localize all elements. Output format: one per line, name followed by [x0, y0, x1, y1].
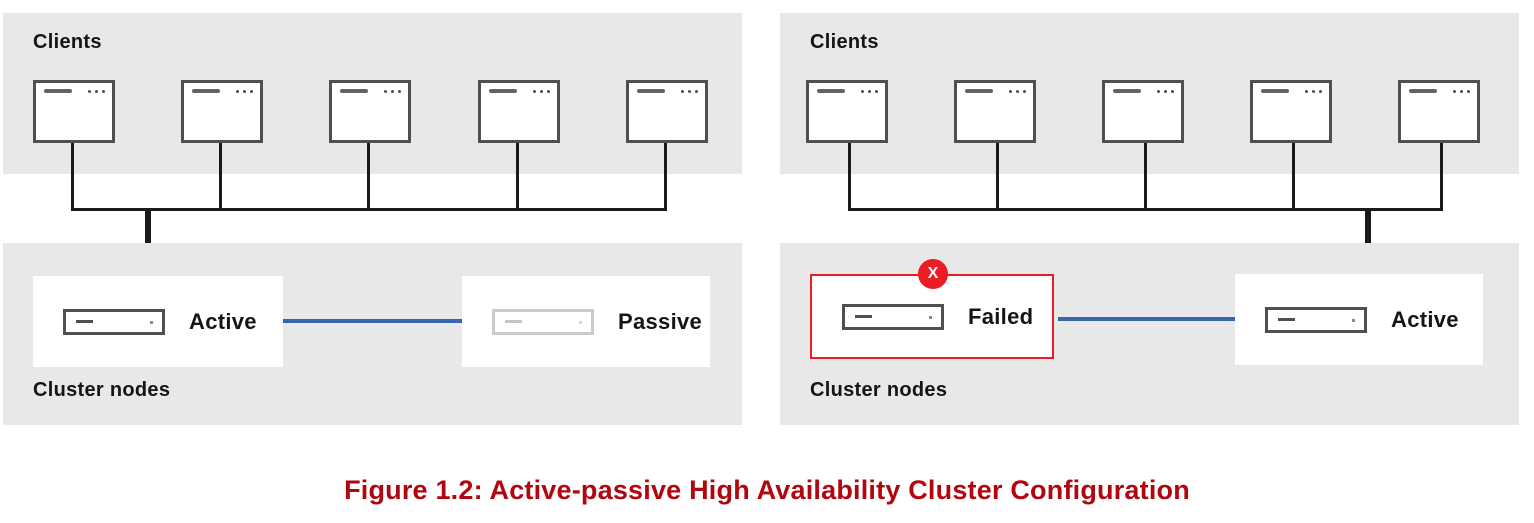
window-dots-icon [1453, 90, 1470, 93]
node-label: Failed [968, 303, 1034, 329]
window-dots-icon [1009, 90, 1026, 93]
clients-panel-left: Clients [3, 13, 742, 174]
client-icon [626, 80, 708, 143]
window-titlebar [817, 89, 845, 93]
client-drop-line [1144, 143, 1147, 209]
node-label: Passive [618, 308, 703, 334]
window-titlebar [489, 89, 517, 93]
network-bus-line [71, 208, 667, 211]
window-titlebar [340, 89, 368, 93]
node-active: Active [1235, 274, 1483, 365]
client-icon [1398, 80, 1480, 143]
client-drop-line [1292, 143, 1295, 209]
arrow-stem [145, 208, 151, 259]
node-active: Active [33, 276, 283, 367]
window-dots-icon [384, 90, 401, 93]
window-titlebar [44, 89, 72, 93]
client-icon [954, 80, 1036, 143]
server-icon [63, 308, 165, 335]
client-icon [478, 80, 560, 143]
client-icon [806, 80, 888, 143]
client-icon [33, 80, 115, 143]
window-dots-icon [1305, 90, 1322, 93]
server-icon [1265, 306, 1367, 333]
window-titlebar [1113, 89, 1141, 93]
cluster-panel-left: Active Passive Cluster nodes [3, 243, 742, 425]
client-drop-line [219, 143, 222, 209]
node-failed: X Failed [810, 259, 1054, 359]
cluster-nodes-label: Cluster nodes [810, 379, 948, 401]
client-icon [1250, 80, 1332, 143]
heartbeat-link-line [1058, 317, 1235, 321]
cluster-nodes-label: Cluster nodes [33, 379, 171, 401]
cluster-panel-right: X Failed Active Cluster nodes [780, 243, 1519, 425]
window-dots-icon [681, 90, 698, 93]
clients-label: Clients [810, 31, 879, 53]
client-icon [1102, 80, 1184, 143]
window-titlebar [1261, 89, 1289, 93]
window-dots-icon [1157, 90, 1174, 93]
client-drop-line [516, 143, 519, 209]
window-titlebar [192, 89, 220, 93]
clients-panel-right: Clients [780, 13, 1519, 174]
window-titlebar [637, 89, 665, 93]
figure-caption: Figure 1.2: Active-passive High Availabi… [344, 475, 1190, 505]
node-label: Active [189, 308, 257, 334]
client-drop-line [367, 143, 370, 209]
heartbeat-link-line [283, 319, 462, 323]
failure-x-badge-icon: X [918, 259, 948, 289]
node-passive: Passive [462, 276, 710, 367]
client-drop-line [1440, 143, 1443, 209]
client-icon [181, 80, 263, 143]
client-icon [329, 80, 411, 143]
node-label: Active [1391, 306, 1459, 332]
client-drop-line [664, 143, 667, 209]
window-dots-icon [533, 90, 550, 93]
client-drop-line [71, 143, 74, 209]
client-drop-line [848, 143, 851, 209]
window-titlebar [1409, 89, 1437, 93]
server-icon [842, 303, 944, 330]
arrow-stem [1365, 208, 1371, 257]
clients-label: Clients [33, 31, 102, 53]
client-drop-line [996, 143, 999, 209]
network-bus-line [848, 208, 1443, 211]
window-dots-icon [861, 90, 878, 93]
server-icon-dimmed [492, 308, 594, 335]
window-dots-icon [88, 90, 105, 93]
window-titlebar [965, 89, 993, 93]
window-dots-icon [236, 90, 253, 93]
